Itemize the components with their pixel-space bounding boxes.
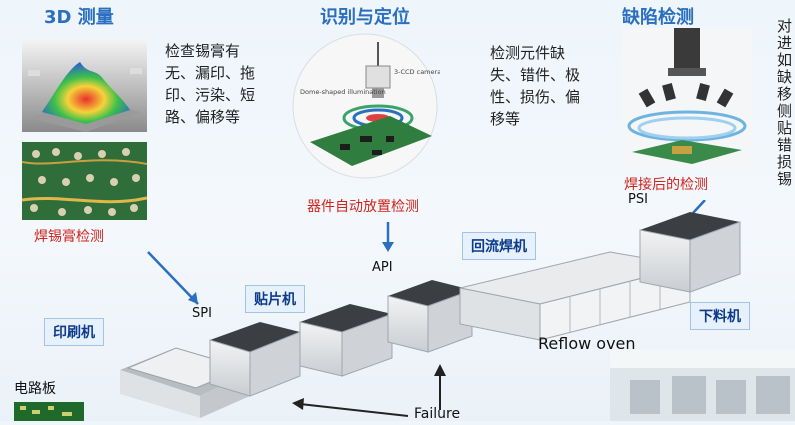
ccd-camera-label: 3-CCD camera (394, 68, 440, 76)
section-title-defect: 缺陷检测 (622, 7, 694, 28)
reflow-label: 回流焊机 (462, 232, 536, 260)
camera-illumination-diagram: Dome-shaped illumination 3-CCD camera (290, 32, 441, 180)
unloader-label: 下料机 (690, 302, 750, 330)
failure-label: Failure (414, 406, 461, 422)
section-title-3d-measure: 3D 测量 (44, 7, 114, 28)
pcb-label: 电路板 (14, 381, 56, 397)
api-label: API (372, 260, 393, 275)
recognize-caption: 器件自动放置检测 (307, 199, 419, 215)
reflow-oven-label: Reflow oven (538, 334, 636, 353)
smt-production-line (0, 199, 795, 421)
defect-side-text: 对进如缺移侧贴错损锡 (775, 18, 793, 188)
recognize-checks-text: 检测元件缺失、错件、极性、损伤、偏移等 (490, 44, 581, 128)
psi-label: PSI (628, 192, 648, 207)
mounter-label: 贴片机 (245, 285, 305, 313)
defect-detection-image (622, 28, 752, 168)
section-title-recognize: 识别与定位 (320, 7, 410, 28)
solder-paste-pcb-image (21, 142, 148, 220)
dome-illumination-label: Dome-shaped illumination (300, 88, 386, 96)
printer-label: 印刷机 (44, 318, 104, 346)
3d-measurement-image (22, 40, 147, 132)
defect-caption: 焊接后的检测 (624, 177, 708, 193)
spi-label: SPI (192, 306, 212, 321)
measure3d-caption: 焊锡膏检测 (34, 229, 104, 245)
measure3d-checks-text: 检查锡膏有无、漏印、拖印、污染、短路、偏移等 (165, 42, 256, 126)
